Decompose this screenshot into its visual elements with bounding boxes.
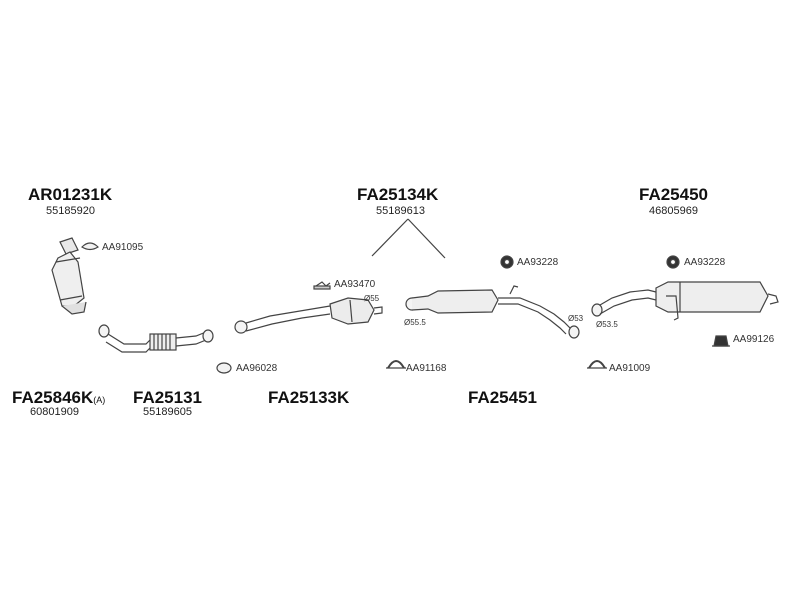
clamp-aa96028[interactable] [216, 362, 232, 374]
part-code-fa25451[interactable]: FA25451 [468, 388, 537, 407]
bracket-aa93470[interactable] [313, 281, 331, 290]
part-code-fa25846k-text: FA25846K [12, 388, 94, 407]
code-aa93470[interactable]: AA93470 [334, 279, 376, 290]
oem-number-fa25134k: 55189613 [376, 205, 425, 217]
part-code-fa25450[interactable]: FA25450 [639, 185, 708, 204]
oem-number-ar01231k: 55185920 [46, 205, 95, 217]
rear-silencer[interactable] [591, 281, 779, 321]
middle-silencer[interactable] [405, 285, 580, 339]
flex-pipe[interactable] [149, 329, 214, 351]
intermediate-pipe[interactable] [234, 297, 383, 334]
hanger-aa93228-middle[interactable] [500, 255, 514, 269]
leader-line-right [407, 218, 446, 259]
leader-line-left [371, 218, 409, 257]
part-code-fa25131[interactable]: FA25131 [133, 388, 202, 407]
oem-number-fa25131: 55189605 [143, 406, 192, 418]
front-pipe[interactable] [98, 324, 151, 353]
oem-number-fa25846k: 60801909 [30, 406, 79, 418]
part-code-fa25134k[interactable]: FA25134K [357, 185, 439, 204]
part-code-fa25846k[interactable]: FA25846K(A) [12, 388, 105, 408]
clamp-aa91009[interactable] [587, 360, 607, 369]
catalytic-converter[interactable] [51, 237, 87, 315]
code-aa91168[interactable]: AA91168 [406, 363, 447, 374]
code-aa96028[interactable]: AA96028 [236, 363, 278, 374]
diameter-53-5: Ø53.5 [596, 320, 618, 329]
code-aa99126[interactable]: AA99126 [733, 334, 775, 345]
mount-aa99126[interactable] [712, 335, 730, 347]
oem-number-fa25450: 46805969 [649, 205, 698, 217]
hanger-aa93228-rear[interactable] [666, 255, 680, 269]
diameter-55-5: Ø55.5 [404, 318, 426, 327]
clamp-aa91168[interactable] [386, 360, 406, 369]
gasket-aa91095[interactable] [81, 242, 99, 251]
diameter-55: Ø55 [364, 294, 380, 303]
code-aa91095[interactable]: AA91095 [102, 242, 144, 253]
part-code-ar01231k[interactable]: AR01231K [28, 185, 113, 204]
part-code-fa25846k-suffix: (A) [93, 395, 106, 405]
code-aa93228-middle[interactable]: AA93228 [517, 257, 559, 268]
diameter-53: Ø53 [568, 314, 584, 323]
part-code-fa25133k[interactable]: FA25133K [268, 388, 350, 407]
code-aa91009[interactable]: AA91009 [609, 363, 651, 374]
code-aa93228-rear[interactable]: AA93228 [684, 257, 726, 268]
